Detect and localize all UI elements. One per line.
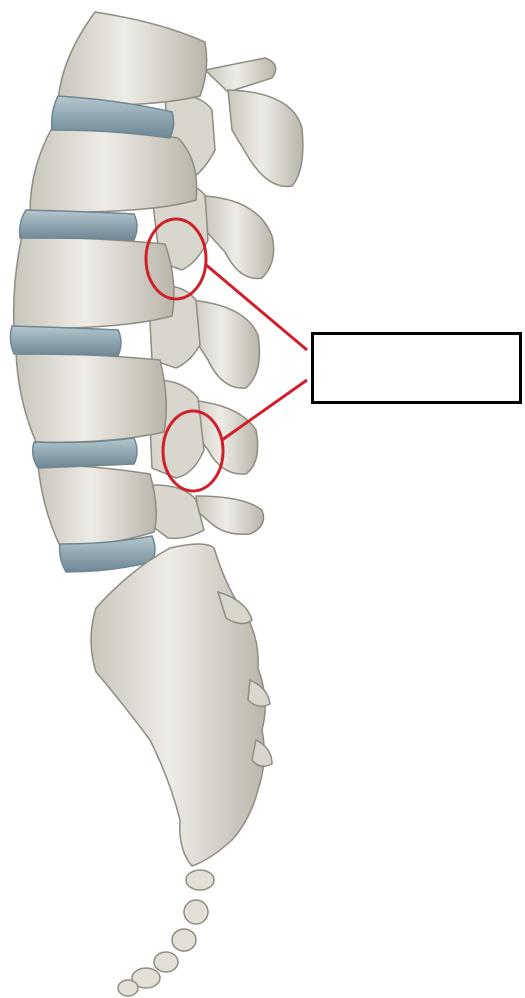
process-l1 <box>205 58 276 92</box>
sacrum <box>91 544 272 866</box>
disc-l2-l3 <box>20 210 137 240</box>
vertebra-l4 <box>16 352 166 442</box>
vertebra-l2 <box>30 128 197 212</box>
spinous-process-l2 <box>205 196 274 278</box>
spinous-process-l1 <box>228 90 303 186</box>
disc-l3-l4 <box>10 326 121 356</box>
disc-l4-l5 <box>33 438 137 468</box>
vertebra-l1 <box>58 12 207 105</box>
spinous-process-l5 <box>196 496 264 534</box>
coccyx <box>118 870 214 996</box>
leader-line-lower <box>222 380 307 440</box>
blank-label-box <box>311 332 522 404</box>
vertebra-l5 <box>38 464 156 546</box>
